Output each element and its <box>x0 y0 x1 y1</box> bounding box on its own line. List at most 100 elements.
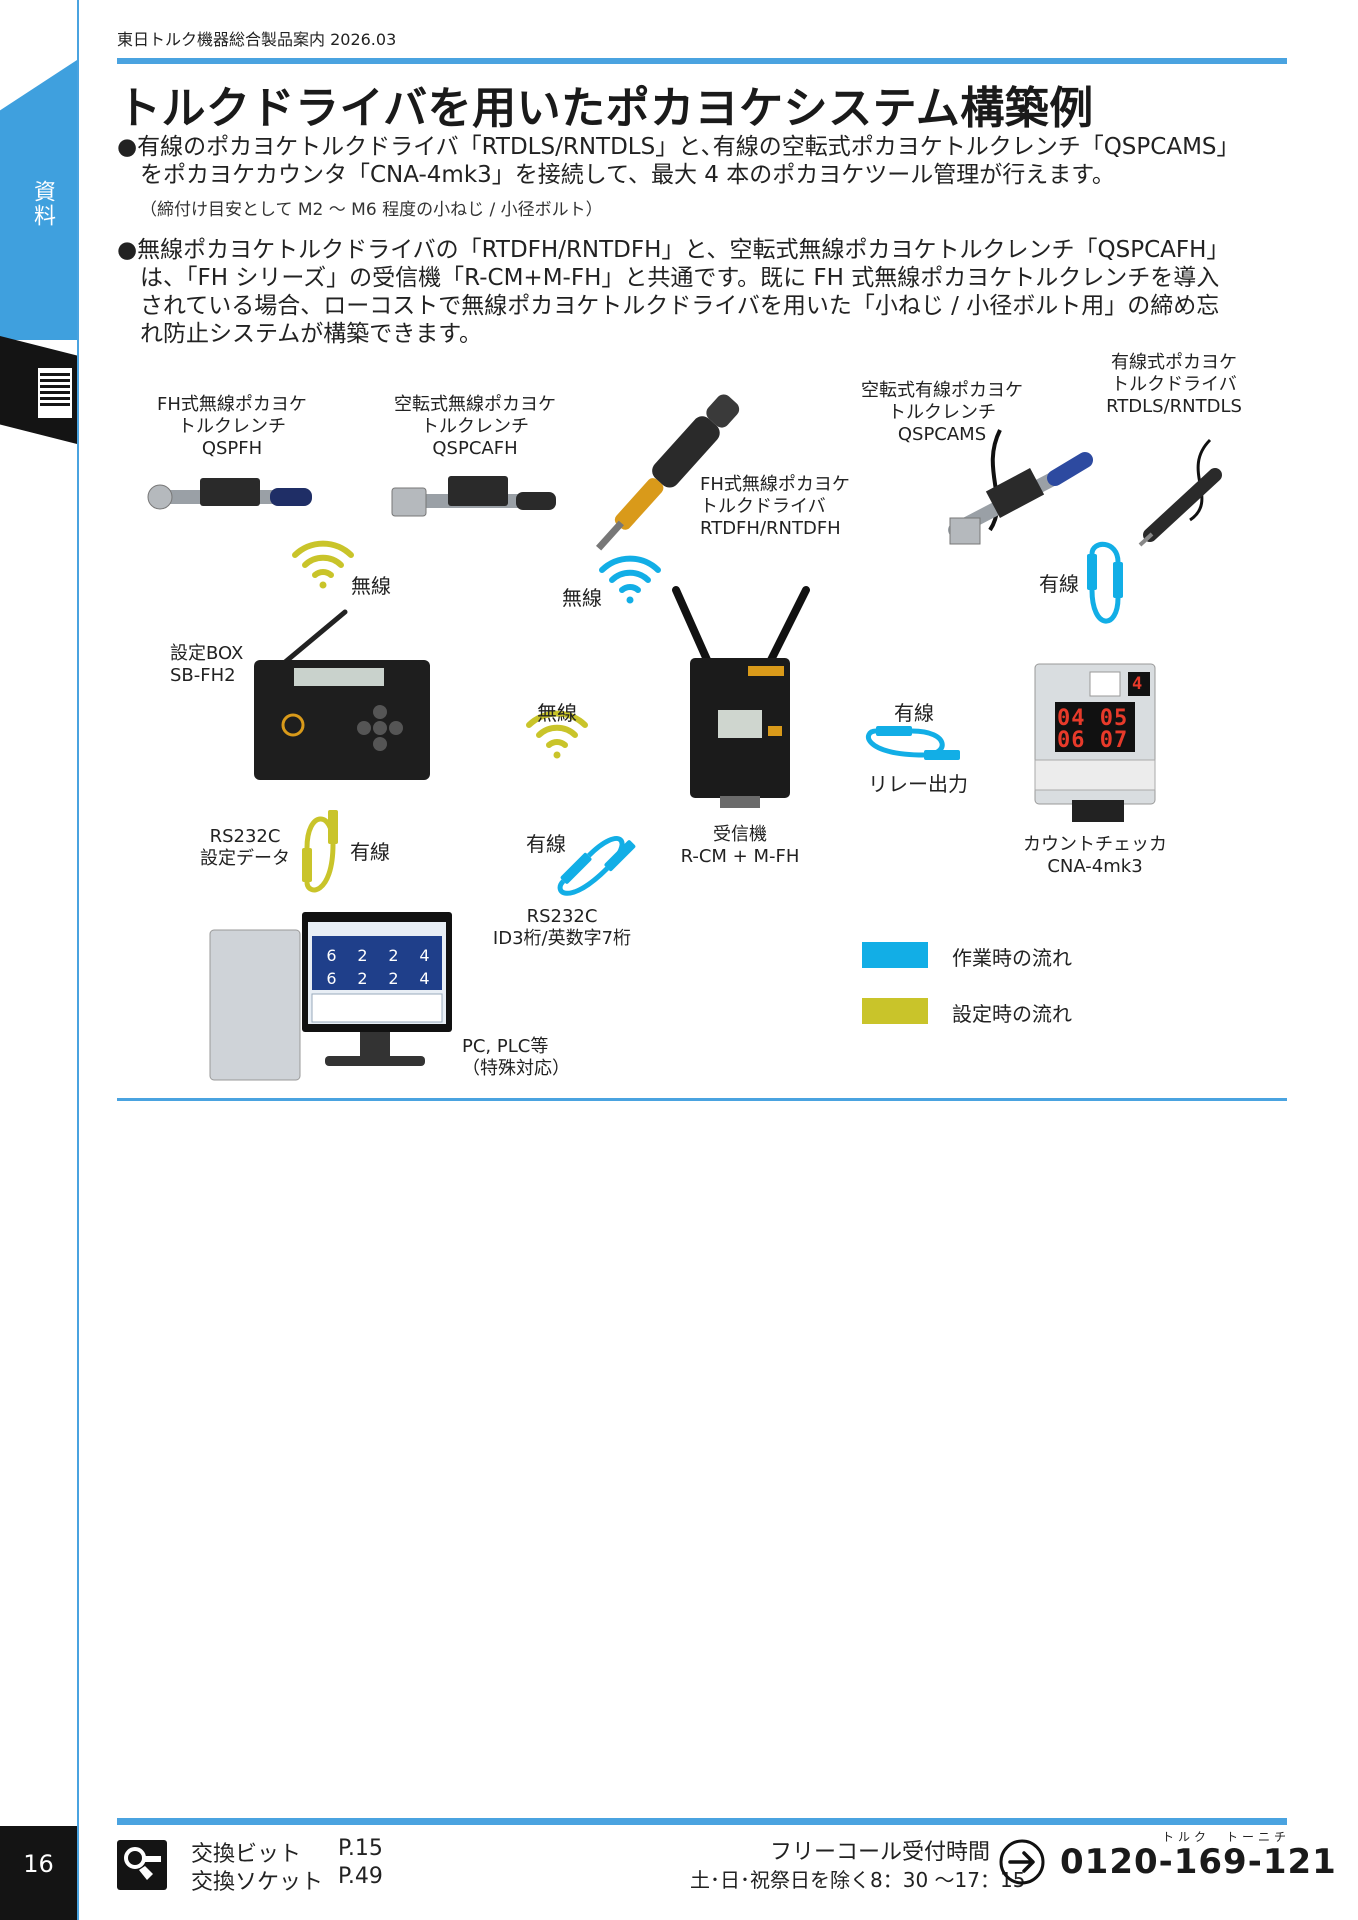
rtdfh-driver-image <box>595 394 740 551</box>
section-tab <box>0 60 77 340</box>
wireless-label: 無線 <box>562 586 602 610</box>
label-line: RTDLS/RNTDLS <box>1106 396 1242 417</box>
relay-output-label: リレー出力 <box>868 772 968 796</box>
footer-rule <box>117 1818 1287 1825</box>
legend-work-label: 作業時の流れ <box>952 946 1072 970</box>
receiver-label: 受信機 R-CM + M-FH <box>660 824 820 868</box>
section-rule <box>117 1098 1287 1101</box>
freecall-hours: 土･日･祝祭日を除く8：30 ～17：15 <box>690 1868 1026 1892</box>
wireless-label: 無線 <box>537 701 577 725</box>
rtdfh-label: FH式無線ポカヨケ トルクドライバ RTDFH/RNTDFH <box>700 474 850 540</box>
label-line: PC, PLC等 <box>462 1036 549 1057</box>
label-line: トルクレンチ <box>888 402 996 423</box>
pc-screen-cell: 4 <box>419 946 430 965</box>
counter-digit: 07 <box>1099 728 1129 753</box>
section-tab-label: 資料 <box>30 180 55 228</box>
page-number-box <box>0 1826 77 1920</box>
pc-screen-cell: 4 <box>419 969 430 988</box>
label-line: FH式無線ポカヨケ <box>157 394 307 415</box>
label-line: カウントチェッカ <box>1023 834 1167 855</box>
pc-screen-cell: 2 <box>357 969 368 988</box>
paragraph-wired: ●有線のポカヨケトルクドライバ「RTDLS/RNTDLS」と､有線の空転式ポカヨ… <box>117 133 1292 189</box>
phone-ruby: トルク トーニチ <box>1162 1830 1291 1844</box>
receiver-image <box>672 586 810 808</box>
wired-label: 有線 <box>1039 572 1079 596</box>
sbfh2-box-image <box>254 609 430 780</box>
label-line: 空転式有線ポカヨケ <box>861 380 1023 401</box>
rs232-id-label: RS232C ID3桁/英数字7桁 <box>484 906 640 950</box>
qspcafh-wrench-image <box>391 476 556 517</box>
wired-label: 有線 <box>350 840 390 864</box>
socket-page-link[interactable]: P.49 <box>338 1864 383 1889</box>
pc-screen-cell: 6 <box>326 946 337 965</box>
qspfh-label: FH式無線ポカヨケ トルクレンチ QSPFH <box>152 394 312 460</box>
counter-label: カウントチェッカ CNA-4mk3 <box>1020 834 1170 878</box>
legend-swatch-setting <box>862 998 928 1024</box>
counter-display-row2: 06 07 <box>1057 728 1128 753</box>
pc-screen-grid: 6 2 2 4 6 2 2 4 <box>316 946 440 988</box>
paragraph-line: されている場合、ローコストで無線ポカヨケトルクドライバを用いた「小ねじ / 小径… <box>140 293 1220 319</box>
catalog-caption: 東日トルク機器総合製品案内 2026.03 <box>117 30 397 49</box>
arrow-right-icon <box>999 1839 1045 1885</box>
wireless-label: 無線 <box>351 574 391 598</box>
label-line: RS232C <box>526 906 598 927</box>
counter-small-digit: 4 <box>1132 674 1143 694</box>
pc-screen-cell: 2 <box>388 969 399 988</box>
counter-image <box>1034 663 1156 822</box>
label-line: RTDFH/RNTDFH <box>700 518 841 539</box>
counter-display-row1: 04 05 <box>1057 706 1128 731</box>
wired-label: 有線 <box>526 832 566 856</box>
label-line: 有線式ポカヨケ <box>1111 352 1237 373</box>
bit-link-label: 交換ビット <box>191 1842 302 1867</box>
paragraph-line: は、「FH シリーズ」の受信機「R-CM+M-FH」と共通です。既に FH 式無… <box>140 265 1220 291</box>
phone-number[interactable]: 0120-169-121 <box>1060 1842 1337 1882</box>
paragraph-line: をポカヨケカウンタ「CNA-4mk3」を接続して、最大 4 本のポカヨケツール管… <box>140 162 1115 188</box>
tool-icon <box>117 1840 167 1890</box>
page-title: トルクドライバを用いたポカヨケシステム構築例 <box>117 83 1094 134</box>
wireless-icon <box>295 544 351 589</box>
pc-image <box>209 912 452 1081</box>
pc-screen-cell: 2 <box>357 946 368 965</box>
page-number: 16 <box>23 1850 54 1878</box>
rtdls-label: 有線式ポカヨケ トルクドライバ RTDLS/RNTDLS <box>1094 352 1254 418</box>
label-line: トルクドライバ <box>700 496 826 517</box>
wireless-icon-blue <box>599 555 661 604</box>
label-line: （特殊対応） <box>462 1058 570 1079</box>
label-line: CNA-4mk3 <box>1047 856 1143 877</box>
qspcafh-label: 空転式無線ポカヨケ トルクレンチ QSPCAFH <box>390 394 560 460</box>
label-line: QSPFH <box>201 438 263 459</box>
label-line: 空転式無線ポカヨケ <box>394 394 556 415</box>
wired-label: 有線 <box>894 701 934 725</box>
system-diagram <box>147 394 1222 1081</box>
label-line: 受信機 <box>713 824 767 845</box>
rtdls-driver-image <box>1138 438 1222 547</box>
qspfh-wrench-image <box>147 478 312 510</box>
left-rail-line <box>77 0 79 1920</box>
paragraph-line: ●有線のポカヨケトルクドライバ「RTDLS/RNTDLS」と､有線の空転式ポカヨ… <box>117 134 1240 160</box>
rs232-setting-label: RS232C 設定データ <box>190 826 300 870</box>
counter-digit: 04 <box>1057 706 1086 731</box>
relay-cable-icon <box>866 726 960 760</box>
document-icon <box>38 368 72 418</box>
counter-digit: 06 <box>1057 728 1086 753</box>
rs232-id-cable-icon <box>557 836 636 896</box>
sbfh2-label: 設定BOX SB-FH2 <box>170 643 243 687</box>
label-line: トルクレンチ <box>178 416 286 437</box>
qspcams-wrench-image <box>948 429 1093 545</box>
pc-screen-cell: 6 <box>326 969 337 988</box>
socket-link-label: 交換ソケット <box>191 1870 324 1895</box>
label-line: トルクレンチ <box>421 416 529 437</box>
legend-setting-label: 設定時の流れ <box>952 1002 1072 1026</box>
legend-swatch-work <box>862 942 928 968</box>
qspcams-label: 空転式有線ポカヨケ トルクレンチ QSPCAMS <box>860 380 1024 446</box>
pc-label: PC, PLC等 （特殊対応） <box>462 1036 570 1080</box>
cable-icon-blue <box>1087 542 1123 624</box>
label-line: SB-FH2 <box>170 665 236 686</box>
label-line: QSPCAMS <box>897 424 987 445</box>
paragraph-line: ●無線ポカヨケトルクドライバの「RTDFH/RNTDFH」と、空転式無線ポカヨケ… <box>117 237 1230 263</box>
label-line: FH式無線ポカヨケ <box>700 474 850 495</box>
label-line: 設定データ <box>200 848 290 869</box>
bit-page-link[interactable]: P.15 <box>338 1836 383 1861</box>
sbfh2-screen <box>293 668 383 686</box>
label-line: トルクドライバ <box>1111 374 1237 395</box>
